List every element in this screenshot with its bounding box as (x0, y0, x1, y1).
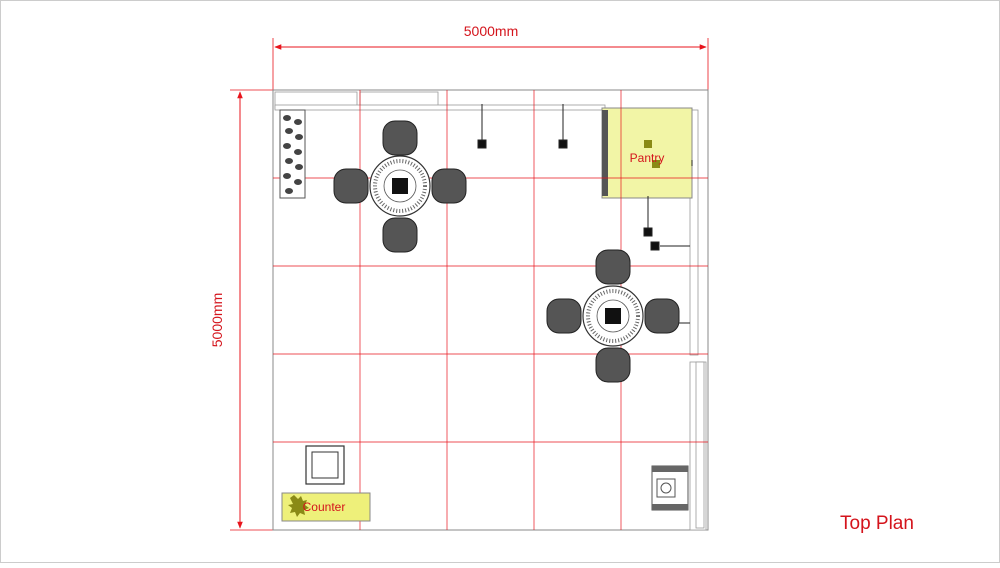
round-table (582, 285, 644, 347)
pantry-label: Pantry (630, 151, 665, 165)
table-set-upper-left (333, 120, 467, 253)
table-set-right (546, 249, 680, 383)
pantry-room: Pantry (601, 107, 693, 199)
width-dimension-label: 5000mm (464, 23, 518, 39)
plan-title: Top Plan (840, 513, 914, 534)
chairs (546, 249, 680, 383)
back-wall (274, 91, 606, 111)
stool (305, 445, 345, 485)
grid-lines (273, 90, 708, 530)
counter-label: Counter (303, 500, 346, 514)
right-wall (689, 109, 707, 531)
height-dimension: 5000mm (209, 89, 273, 531)
equipment-unit (651, 465, 689, 511)
counter: Counter (281, 492, 371, 522)
chairs (333, 120, 467, 253)
width-dimension: 5000mm (272, 23, 709, 90)
decor-panel (279, 109, 306, 199)
round-table (369, 155, 431, 217)
height-dimension-label: 5000mm (209, 293, 225, 347)
booth-outline (272, 89, 709, 531)
